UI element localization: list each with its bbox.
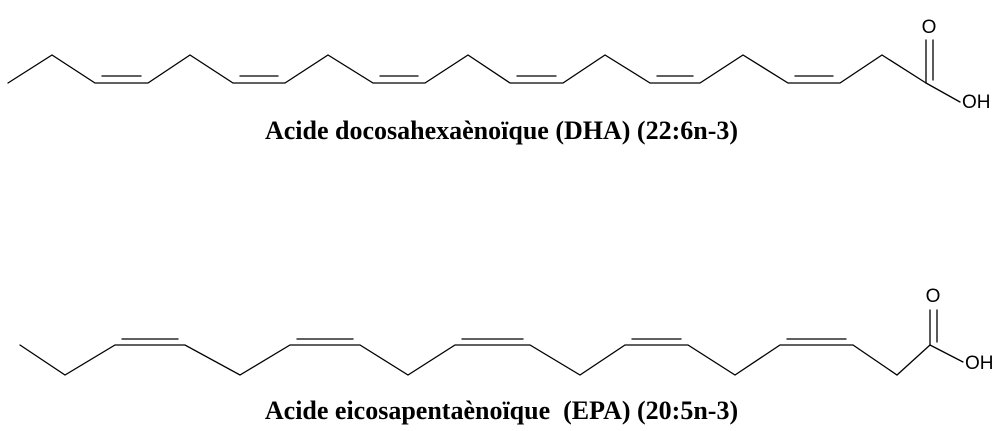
- dha-structure: O OH: [7, 17, 991, 113]
- epa-carbon-chain: [19, 344, 931, 376]
- dha-carbonyl-oxygen-label: O: [922, 17, 937, 38]
- epa-caption: Acide eicosapentaènoïque (EPA) (20:5n-3): [264, 396, 739, 425]
- epa-hydroxyl-label: OH: [965, 353, 994, 374]
- epa-carboxyl-bonds: [929, 309, 964, 363]
- dha-carboxyl-bonds: [925, 39, 961, 103]
- dha-caption: Acide docosahexaènoïque (DHA) (22:6n-3): [264, 116, 739, 145]
- epa-structure: O OH: [19, 286, 994, 376]
- epa-carbonyl-oxygen-label: O: [926, 286, 941, 307]
- dha-carbon-chain: [7, 54, 927, 84]
- dha-hydroxyl-label: OH: [962, 92, 991, 113]
